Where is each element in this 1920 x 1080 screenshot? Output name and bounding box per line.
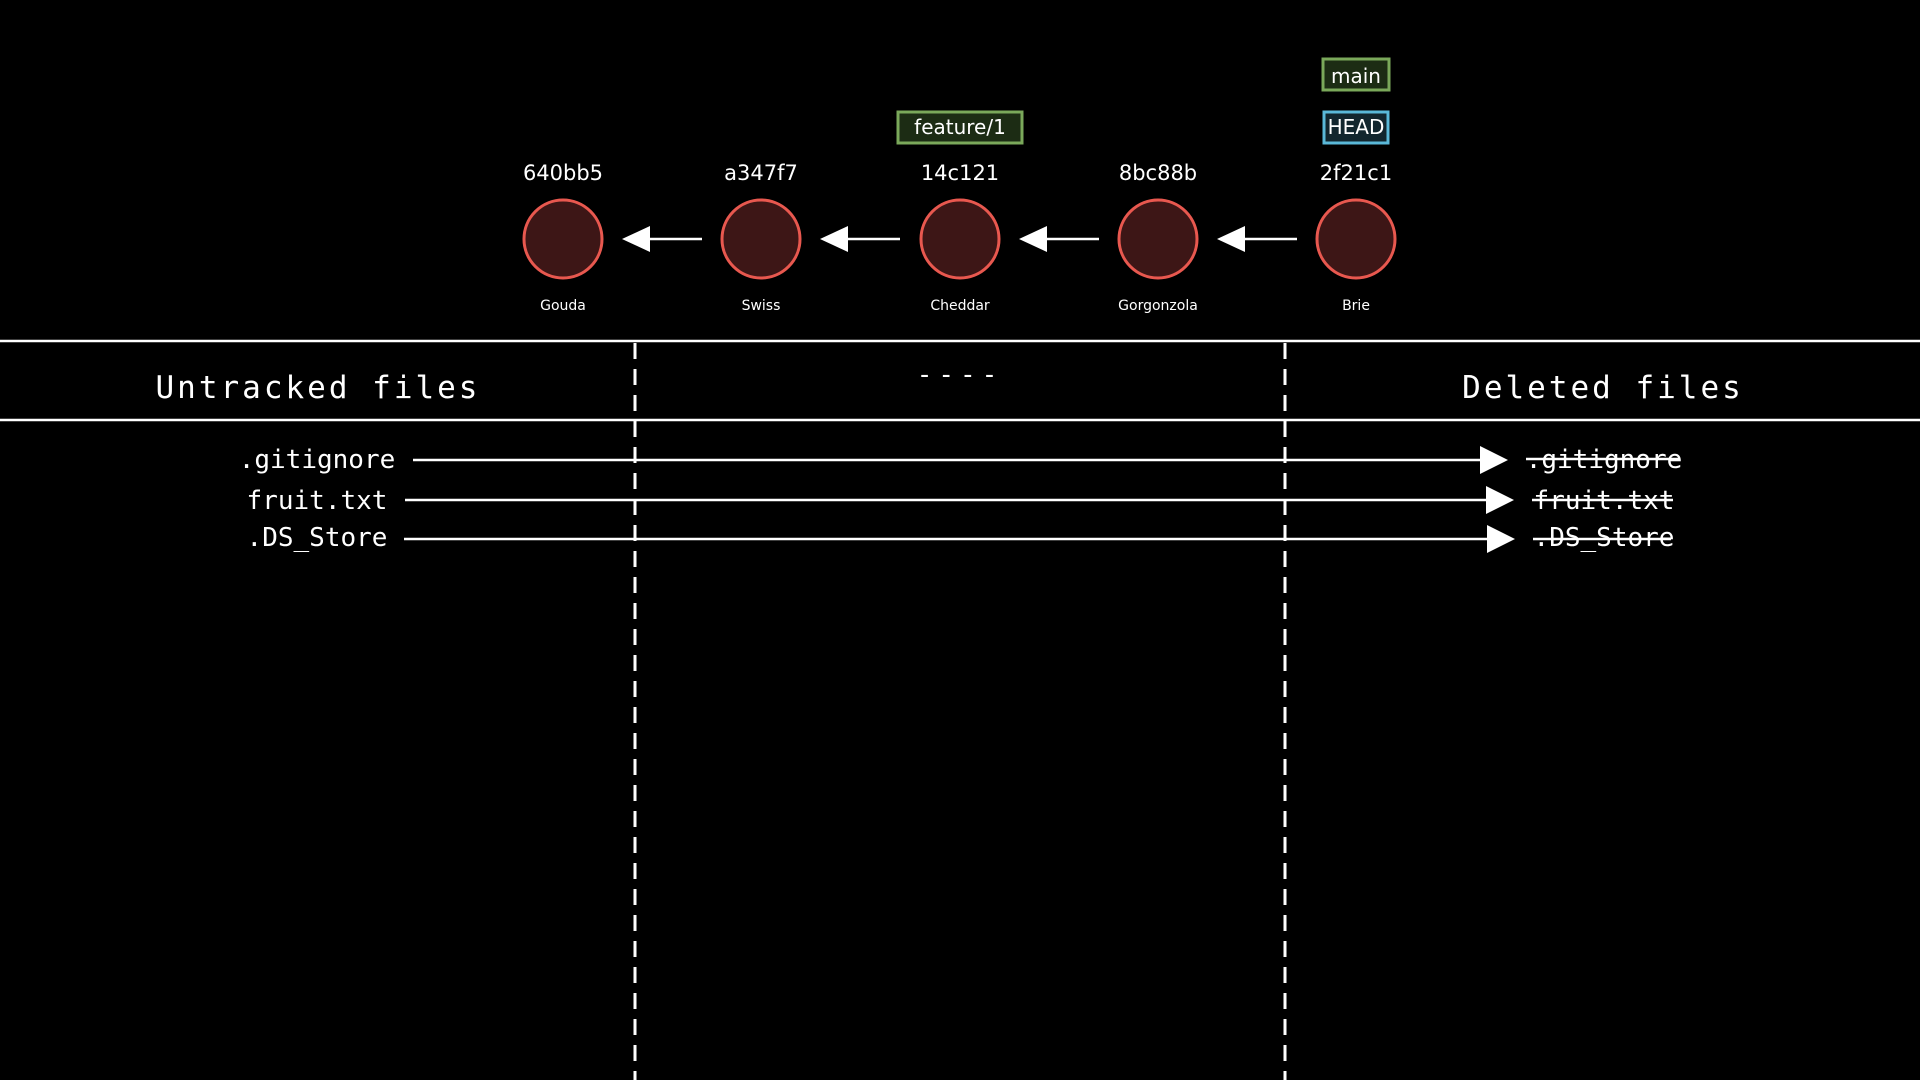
untracked-file-name: fruit.txt (247, 486, 388, 516)
commit-circle (522, 198, 604, 280)
header-deleted-files: Deleted files (1462, 370, 1744, 406)
parent-arrow (820, 226, 900, 252)
commit-message: Brie (1342, 298, 1370, 314)
file-row: .gitignore .gitignore (239, 445, 1683, 475)
commit-message: Cheddar (930, 298, 990, 314)
arrow-left-icon (820, 226, 848, 252)
branch-label-feature: feature/1 (914, 115, 1006, 139)
commit-message: Gorgonzola (1118, 298, 1198, 314)
file-rows: .gitignore .gitignore fruit.txt fruit.tx… (239, 445, 1683, 553)
file-row: fruit.txt fruit.txt (247, 486, 1674, 516)
commit-hash: 2f21c1 (1320, 161, 1392, 185)
column-headers: Untracked files ---- Deleted files (156, 360, 1744, 406)
commit-circle (919, 198, 1001, 280)
commit-node: 8bc88b Gorgonzola (1117, 161, 1199, 314)
arrow-right-icon (1486, 486, 1514, 514)
commit-message: Swiss (742, 298, 781, 314)
branch-label-main: main (1331, 64, 1381, 88)
commit-circle (1117, 198, 1199, 280)
table-frame (0, 339, 1920, 1080)
arrow-left-icon (1019, 226, 1047, 252)
commit-hash: 640bb5 (523, 161, 603, 185)
commit-hash: 14c121 (921, 161, 999, 185)
commit-node: a347f7 Swiss (720, 161, 802, 314)
commit-node: feature/1 14c121 Cheddar (896, 110, 1024, 314)
parent-arrow (1019, 226, 1099, 252)
header-untracked-files: Untracked files (156, 370, 481, 406)
branch-label-box (1321, 57, 1391, 92)
commit-message: Gouda (540, 298, 586, 314)
commit-hash: 8bc88b (1119, 161, 1197, 185)
commit-circle (720, 198, 802, 280)
header-middle-placeholder: ---- (917, 360, 1004, 390)
head-label: HEAD (1328, 115, 1385, 139)
commit-circle (1315, 198, 1397, 280)
untracked-file-name: .DS_Store (247, 523, 388, 553)
commit-graph: 640bb5 Gouda a347f7 Swiss feature/1 14c1… (522, 57, 1397, 314)
head-label-box (1322, 110, 1390, 145)
branch-label-box (896, 110, 1024, 145)
commit-node: main HEAD 2f21c1 Brie (1315, 57, 1397, 314)
commit-node: 640bb5 Gouda (522, 161, 604, 314)
arrow-right-icon (1480, 446, 1508, 474)
file-row: .DS_Store .DS_Store (247, 523, 1674, 553)
arrow-left-icon (622, 226, 650, 252)
commit-hash: a347f7 (724, 161, 798, 185)
parent-arrow (622, 226, 702, 252)
parent-arrow (1217, 226, 1297, 252)
arrow-left-icon (1217, 226, 1245, 252)
untracked-file-name: .gitignore (239, 445, 396, 475)
arrow-right-icon (1487, 525, 1515, 553)
